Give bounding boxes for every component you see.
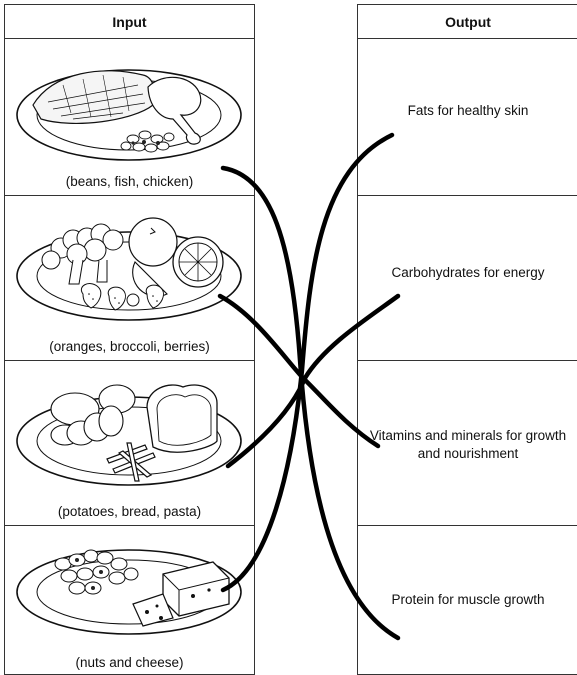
output-label: Carbohydrates for energy [358, 264, 577, 282]
input-row-potatoes-bread-pasta: (potatoes, bread, pasta) [5, 361, 254, 526]
input-caption: (oranges, broccoli, berries) [5, 339, 254, 354]
output-row-vitamins-minerals: Vitamins and minerals for growth and nou… [358, 361, 577, 526]
output-label: Vitamins and minerals for growth and nou… [358, 427, 577, 463]
input-caption: (potatoes, bread, pasta) [5, 504, 254, 519]
input-row-oranges-broccoli-berries: (oranges, broccoli, berries) [5, 196, 254, 361]
plate-potatoes-bread-pasta-image [13, 369, 246, 494]
plate-beans-fish-chicken-image [13, 47, 246, 167]
output-label: Fats for healthy skin [358, 102, 577, 120]
input-caption: (nuts and cheese) [5, 655, 254, 670]
input-row-nuts-cheese: (nuts and cheese) [5, 526, 254, 674]
output-row-protein: Protein for muscle growth [358, 526, 577, 674]
output-label: Protein for muscle growth [358, 591, 577, 609]
plate-nuts-cheese-image [13, 534, 246, 644]
output-column: Output Fats for healthy skin Carbohydrat… [357, 4, 577, 675]
input-row-beans-fish-chicken: (beans, fish, chicken) [5, 39, 254, 196]
plate-oranges-broccoli-berries-image [13, 204, 246, 329]
output-header: Output [358, 5, 577, 39]
input-column: Input (beans, fish, chicken) [4, 4, 255, 675]
input-caption: (beans, fish, chicken) [5, 174, 254, 189]
output-row-fats: Fats for healthy skin [358, 39, 577, 196]
input-header: Input [5, 5, 254, 39]
output-row-carbohydrates: Carbohydrates for energy [358, 196, 577, 361]
